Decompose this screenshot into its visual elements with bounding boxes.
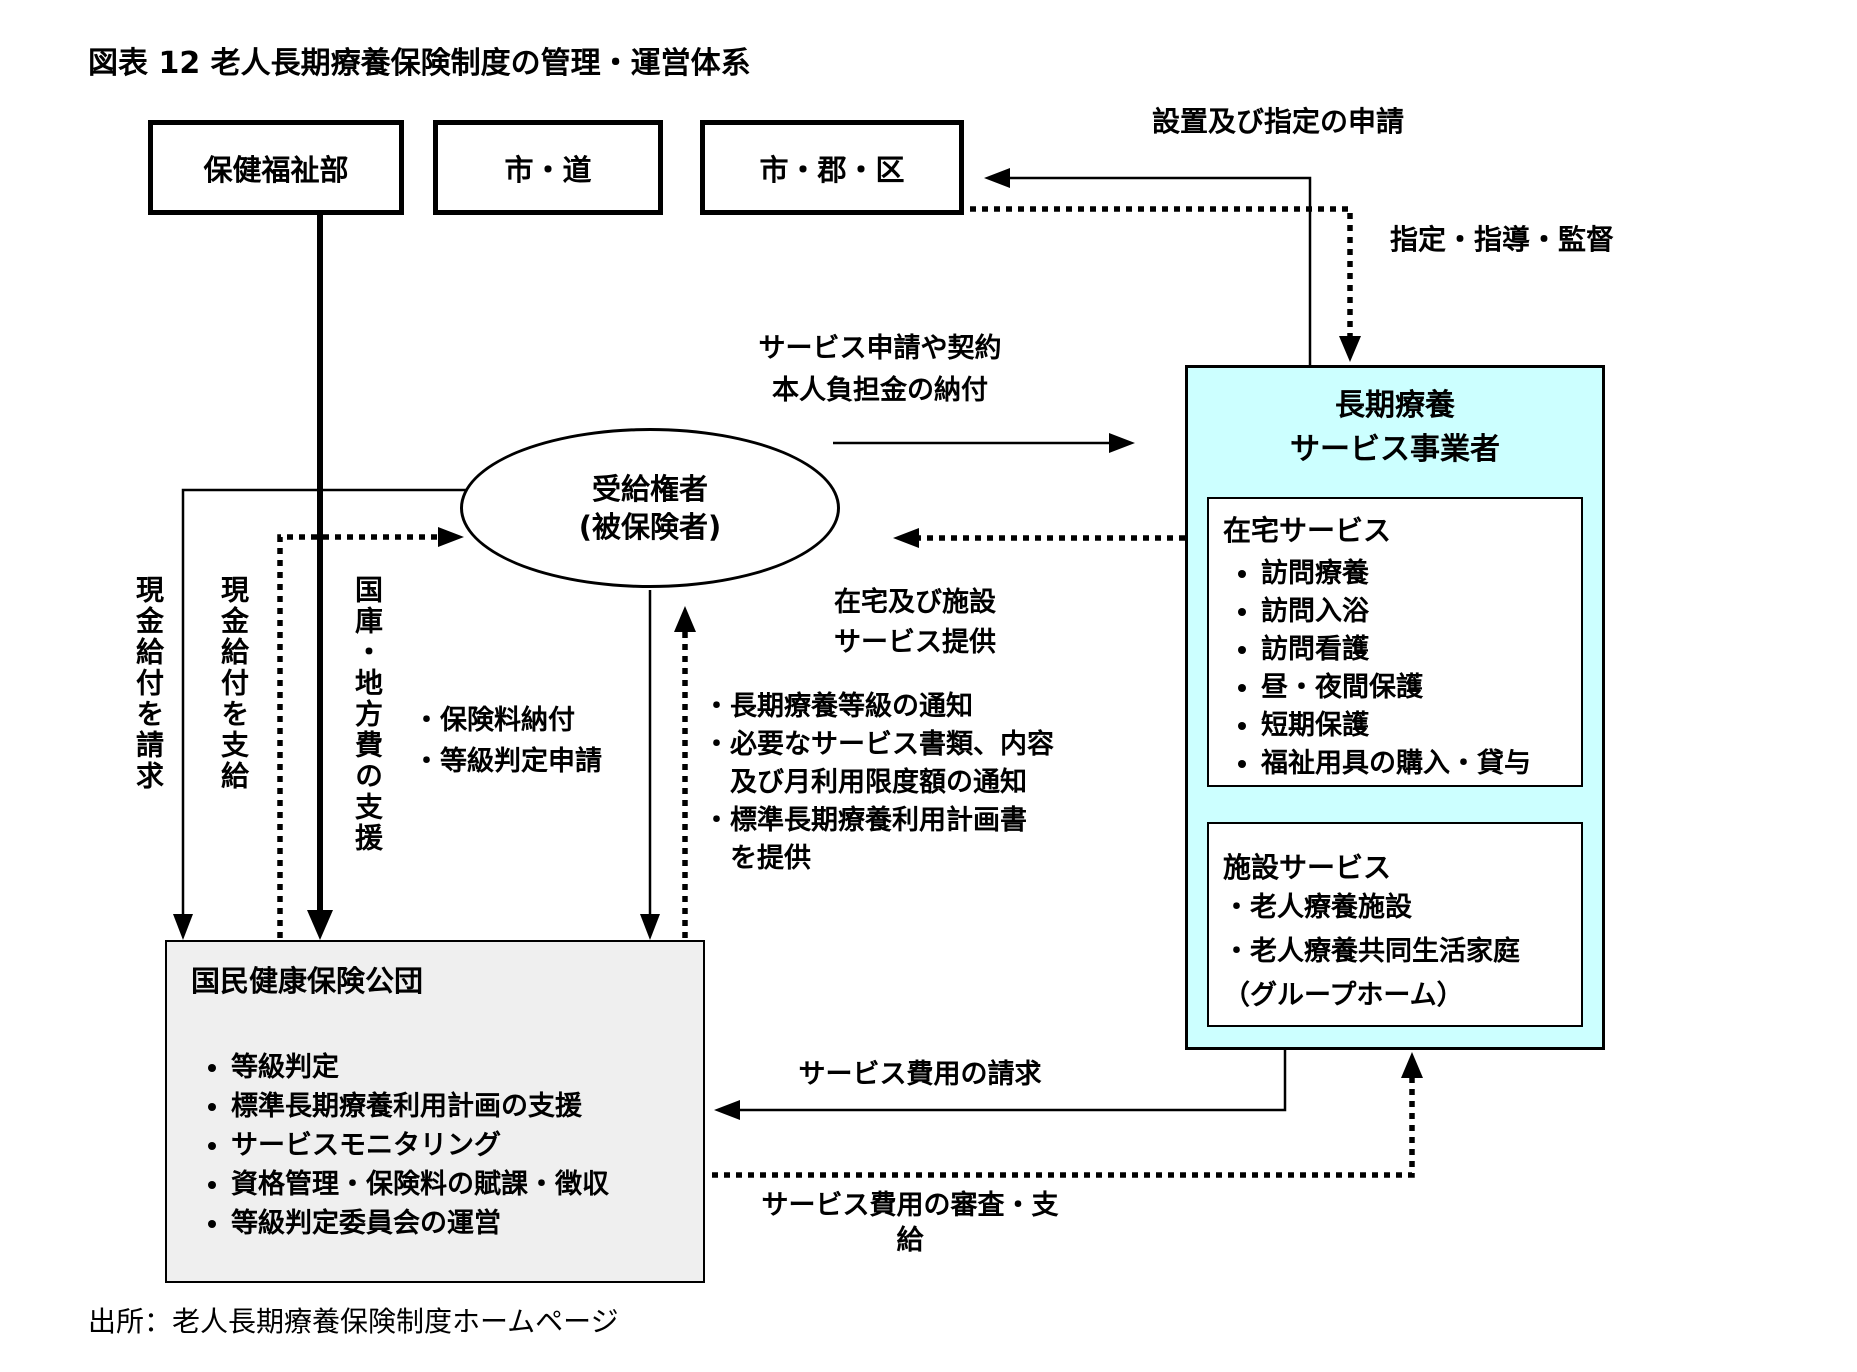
arrow-cash-benefit-pay (277, 527, 464, 938)
home-services-header: 在宅サービス (1223, 514, 1392, 547)
notification-note-line: ・必要なサービス書類、内容 (703, 729, 1054, 760)
arrow-designation-guidance (970, 206, 1361, 362)
box-facility-services: 施設サービス ・老人療養施設 ・老人療養共同生活家庭 （グループホーム） (1207, 822, 1583, 1027)
label-establishment-application: 設置及び指定の申請 (1152, 105, 1405, 138)
provider-title-line1: 長期療養 (1335, 388, 1455, 423)
home-service-item: 訪問入浴 (1261, 593, 1567, 631)
box-city-province-label: 市・道 (504, 152, 592, 187)
box-city-province: 市・道 (433, 120, 663, 215)
corporation-item: 資格管理・保険料の賦課・徴収 (231, 1165, 703, 1204)
box-health-welfare-dept-label: 保健福祉部 (203, 152, 349, 187)
label-service-provision-line2: サービス提供 (834, 627, 996, 658)
corporation-item: サービスモニタリング (231, 1126, 703, 1165)
box-insurance-corporation: 国民健康保険公団 等級判定 標準長期療養利用計画の支援 サービスモニタリング 資… (165, 940, 705, 1283)
label-service-provision-line1: 在宅及び施設 (834, 587, 996, 618)
arrow-service-cost-review (712, 1052, 1423, 1178)
arrow-treasury-support (307, 214, 333, 940)
arrow-service-cost-claim (714, 1050, 1287, 1120)
notification-note-line: を提供 (703, 843, 811, 874)
provider-title-line2: サービス事業者 (1290, 432, 1500, 467)
notification-note-line: ・標準長期療養利用計画書 (703, 805, 1027, 836)
arrow-premium-payment (640, 590, 660, 940)
source-note: 出所：老人長期療養保険制度ホームページ (88, 1305, 619, 1338)
label-premium-notes: ・保険料納付 ・等級判定申請 (413, 700, 602, 782)
provider-title: 長期療養 サービス事業者 (1188, 368, 1602, 472)
home-service-item: 訪問看護 (1261, 631, 1567, 669)
notification-note-line: 及び月利用限度額の通知 (703, 767, 1027, 798)
label-service-contract: サービス申請や契約 本人負担金の納付 (750, 328, 1010, 412)
beneficiary-line1: 受給権者 (591, 472, 708, 506)
box-city-county-district-label: 市・郡・区 (759, 152, 905, 187)
home-services-list: 訪問療養 訪問入浴 訪問看護 昼・夜間保護 短期保護 福祉用具の購入・貸与 (1223, 555, 1567, 783)
corporation-item: 標準長期療養利用計画の支援 (231, 1087, 703, 1126)
home-service-item: 訪問療養 (1261, 555, 1567, 593)
box-health-welfare-dept: 保健福祉部 (148, 120, 404, 215)
box-home-services: 在宅サービス 訪問療養 訪問入浴 訪問看護 昼・夜間保護 短期保護 福祉用具の購… (1207, 497, 1583, 787)
home-service-item: 短期保護 (1261, 707, 1567, 745)
label-treasury-support: 国庫・地方費の支援 (351, 575, 384, 854)
beneficiary-line2: (被保険者) (578, 510, 722, 544)
box-city-county-district: 市・郡・区 (700, 120, 964, 215)
home-service-item: 福祉用具の購入・貸与 (1261, 745, 1567, 783)
corporation-list: 等級判定 標準長期療養利用計画の支援 サービスモニタリング 資格管理・保険料の賦… (191, 1048, 703, 1243)
notification-note-line: ・長期療養等級の通知 (703, 691, 973, 722)
facility-service-line: （グループホーム） (1223, 980, 1464, 1011)
label-cash-benefit-pay: 現金給付を支給 (217, 575, 250, 792)
arrow-grade-notification (674, 606, 696, 938)
page-title: 図表 12 老人長期療養保険制度の管理・運営体系 (88, 46, 751, 81)
corporation-title: 国民健康保険公団 (191, 964, 424, 998)
premium-note-line: ・保険料納付 (413, 705, 575, 736)
facility-services-header: 施設サービス (1223, 851, 1392, 884)
ellipse-beneficiary: 受給権者 (被保険者) (460, 428, 840, 588)
facility-service-line: ・老人療養施設 (1223, 892, 1412, 923)
premium-note-line: ・等級判定申請 (413, 746, 602, 777)
label-service-cost-review: サービス費用の審査・支給 (761, 1190, 1059, 1257)
arrow-establishment-application (984, 168, 1312, 365)
corporation-item: 等級判定 (231, 1048, 703, 1087)
label-cash-benefit-claim: 現金給付を請求 (132, 575, 165, 792)
label-service-cost-claim: サービス費用の請求 (798, 1059, 1042, 1090)
label-notification-notes: ・長期療養等級の通知 ・必要なサービス書類、内容 及び月利用限度額の通知 ・標準… (703, 688, 1054, 878)
label-designation-guidance: 指定・指導・監督 (1390, 223, 1615, 256)
arrow-service-provision (893, 528, 1185, 548)
label-service-contract-line2: 本人負担金の納付 (772, 375, 988, 406)
facility-service-line: ・老人療養共同生活家庭 (1223, 936, 1520, 967)
corporation-item: 等級判定委員会の運営 (231, 1204, 703, 1243)
label-service-contract-line1: サービス申請や契約 (758, 333, 1002, 364)
arrow-cash-benefit-claim (173, 488, 468, 940)
home-service-item: 昼・夜間保護 (1261, 669, 1567, 707)
arrow-service-contract (833, 433, 1135, 453)
label-service-provision: 在宅及び施設 サービス提供 (815, 583, 1015, 663)
